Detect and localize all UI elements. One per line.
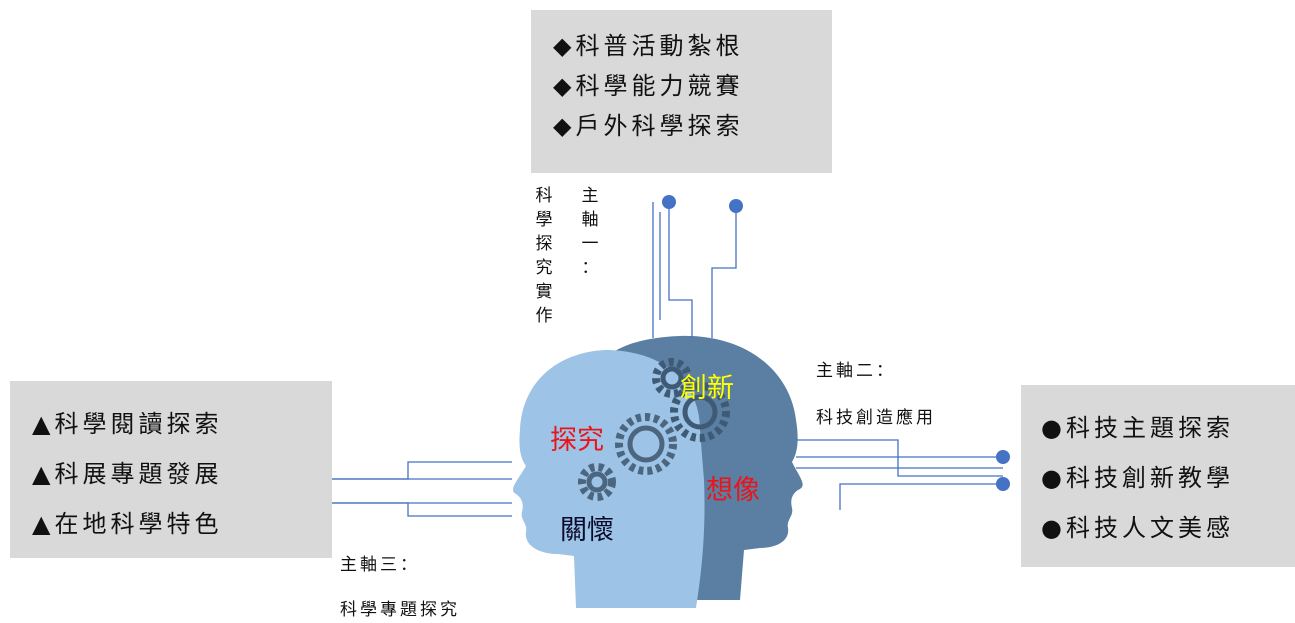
gear-hub-icon (682, 394, 718, 430)
axis-two-topic: 科技創造應用 (816, 408, 936, 428)
head-word-imagine: 想像 (706, 475, 760, 506)
right-item: ●科技創新教學 (1041, 464, 1234, 492)
head-word-care: 關懷 (560, 515, 614, 546)
top-item: ◆戶外科學探索 (553, 112, 744, 140)
gear-hub-icon (660, 366, 684, 390)
right-item-box: ●科技主題探索 ●科技創新教學 ●科技人文美感 (1021, 385, 1295, 567)
right-item: ●科技人文美感 (1041, 514, 1234, 542)
top-item: ◆科學能力競賽 (553, 72, 744, 100)
gear-hub-icon (586, 471, 608, 493)
axis-two-label: 主軸二： (816, 361, 896, 381)
left-connectors (310, 461, 512, 517)
connector-node (729, 199, 743, 213)
left-item: ▲在地科學特色 (32, 510, 223, 538)
left-item-box: ▲科學閱讀探索 ▲科展專題發展 ▲在地科學特色 (10, 381, 332, 558)
gear-icon (652, 358, 730, 442)
head-word-explore: 探究 (550, 425, 604, 456)
left-item: ▲科展專題發展 (32, 460, 223, 488)
axis-three-topic: 科學專題探究 (340, 600, 460, 620)
top-connectors (652, 202, 737, 338)
axis-three-label: 主軸三： (340, 555, 420, 575)
head-word-innovate: 創新 (680, 373, 734, 404)
connector-node (996, 477, 1010, 491)
left-item: ▲科學閱讀探索 (32, 410, 223, 438)
gear-hub-icon (627, 425, 665, 463)
connector-node (996, 450, 1010, 464)
right-item: ●科技主題探索 (1041, 414, 1234, 442)
axis-one-label: 主 軸 一 ： (581, 186, 599, 278)
right-connectors (796, 439, 1003, 510)
gear-icon (578, 413, 677, 501)
front-head-silhouette (513, 350, 705, 608)
axis-one-topic: 科 學 探 究 實 作 (535, 186, 553, 326)
connector-node (662, 195, 676, 209)
top-item: ◆科普活動紮根 (553, 32, 744, 60)
top-item-box: ◆科普活動紮根 ◆科學能力競賽 ◆戶外科學探索 (531, 10, 832, 173)
